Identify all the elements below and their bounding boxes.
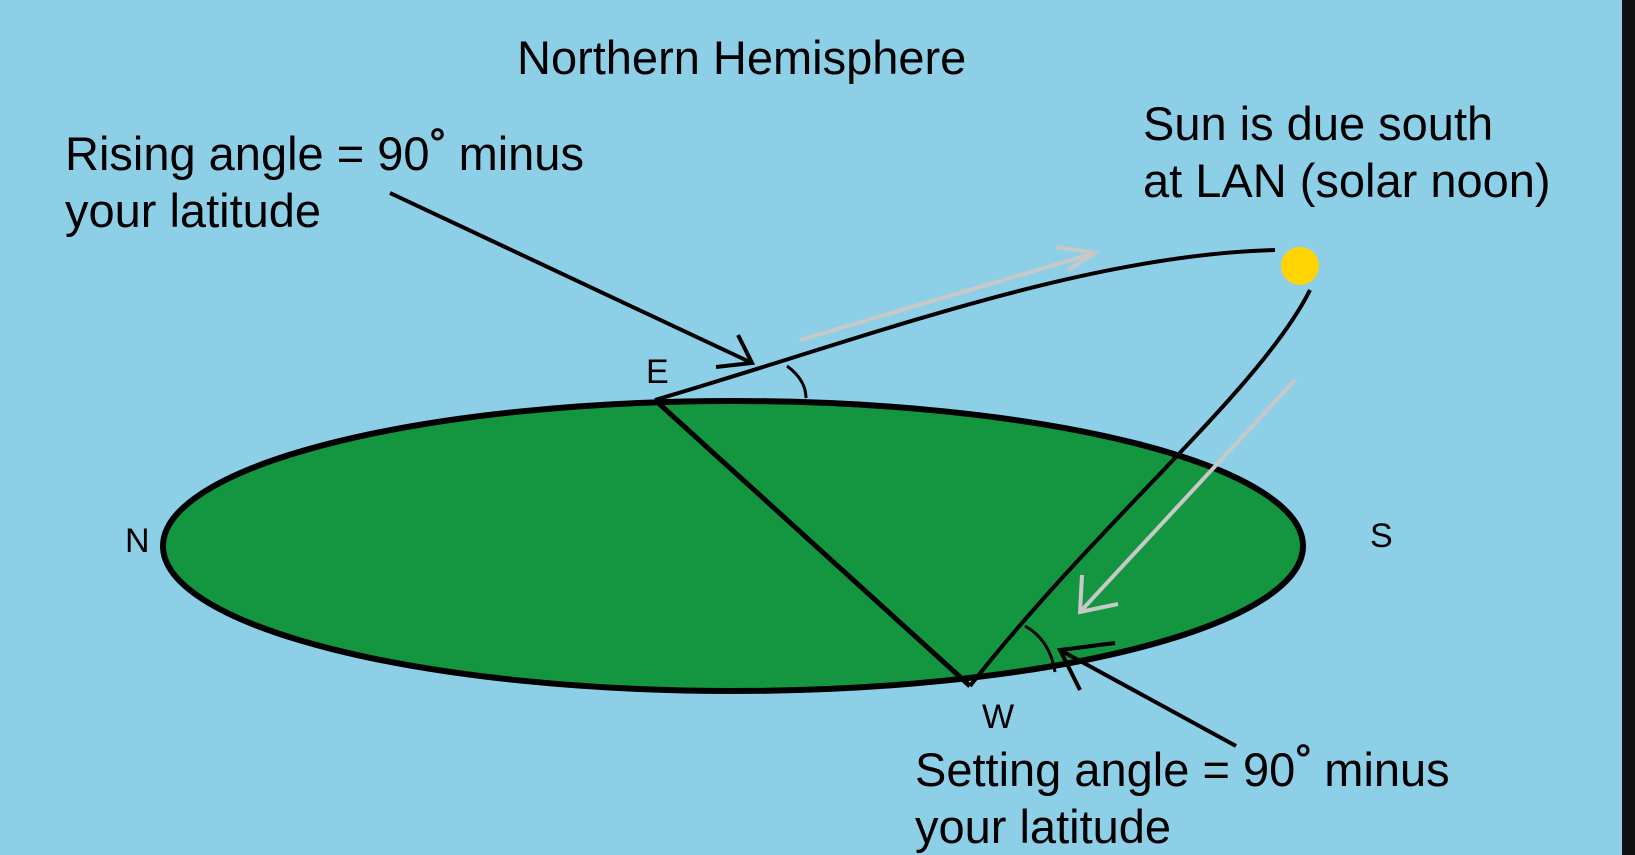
sun-path-setting (968, 289, 1312, 688)
sun-label-line1: Sun is due south (1143, 97, 1494, 150)
rising-angle-minus: minus (445, 127, 584, 180)
setting-angle-minus: minus (1311, 743, 1450, 796)
rising-angle-label-line1: Rising angle = 90° minus (65, 123, 584, 180)
horizon-ellipse (160, 398, 1306, 694)
west-label: W (982, 698, 1015, 736)
sun-icon (1281, 247, 1319, 285)
motion-arrow-setting-head (1077, 574, 1119, 615)
setting-angle-arc (1024, 624, 1057, 673)
setting-angle-label-line2: your latitude (915, 800, 1172, 853)
sun-label-line2: at LAN (solar noon) (1143, 154, 1551, 207)
setting-pointer-arrowhead (1056, 641, 1116, 691)
motion-arrow-rising-head (1055, 245, 1101, 272)
sun-path-rising (654, 248, 1276, 402)
degree-symbol: ° (1295, 737, 1312, 781)
setting-angle-text: Setting angle = 90 (915, 743, 1296, 796)
rising-pointer-line (389, 191, 753, 365)
setting-angle-label-line1: Setting angle = 90° minus (915, 739, 1450, 796)
window-edge (1622, 0, 1635, 855)
rising-pointer-arrowhead (715, 334, 756, 369)
ground-path-line (653, 398, 972, 688)
diagram-title: Northern Hemisphere (517, 31, 967, 84)
motion-arrow-setting (1078, 378, 1297, 614)
north-label: N (125, 522, 150, 560)
setting-pointer-line (1059, 648, 1237, 748)
rising-angle-arc (786, 364, 808, 399)
south-label: S (1370, 517, 1393, 555)
rising-angle-label-line2: your latitude (65, 184, 322, 237)
rising-angle-text: Rising angle = 90 (65, 127, 430, 180)
motion-arrow-rising (799, 251, 1096, 342)
degree-symbol: ° (429, 121, 446, 165)
east-label: E (646, 353, 669, 391)
